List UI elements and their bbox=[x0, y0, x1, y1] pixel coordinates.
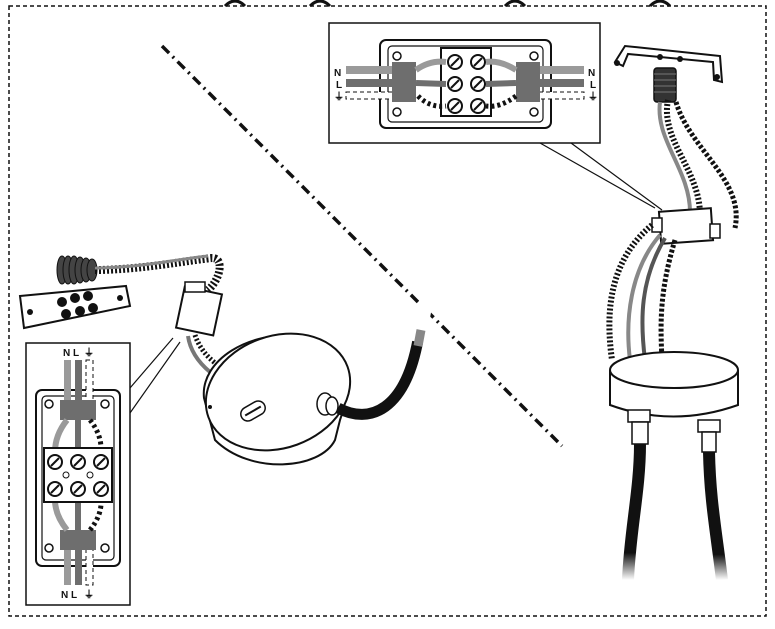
label-earth-bottom: ⏚ bbox=[84, 589, 94, 601]
top-arc-left bbox=[223, 0, 672, 8]
inset-left: N L ⏚ N L ⏚ bbox=[25, 337, 181, 606]
label-nl-bottom: N L bbox=[61, 590, 77, 601]
label-n-left: N bbox=[334, 68, 341, 79]
label-earth-left: ⏚ bbox=[334, 91, 344, 103]
label-nl-top: N L bbox=[63, 348, 79, 359]
label-earth-right: ⏚ bbox=[588, 91, 598, 103]
label-l-right: L bbox=[590, 80, 596, 91]
label-l-left: L bbox=[336, 80, 342, 91]
label-n-right: N bbox=[588, 68, 595, 79]
dashed-frame bbox=[8, 5, 767, 617]
label-earth-top: ⏚ bbox=[84, 347, 94, 359]
right-assembly bbox=[606, 44, 739, 581]
inset-top: N L ⏚ N L ⏚ bbox=[328, 22, 663, 211]
divider-line bbox=[160, 44, 564, 448]
left-assembly bbox=[18, 253, 433, 466]
